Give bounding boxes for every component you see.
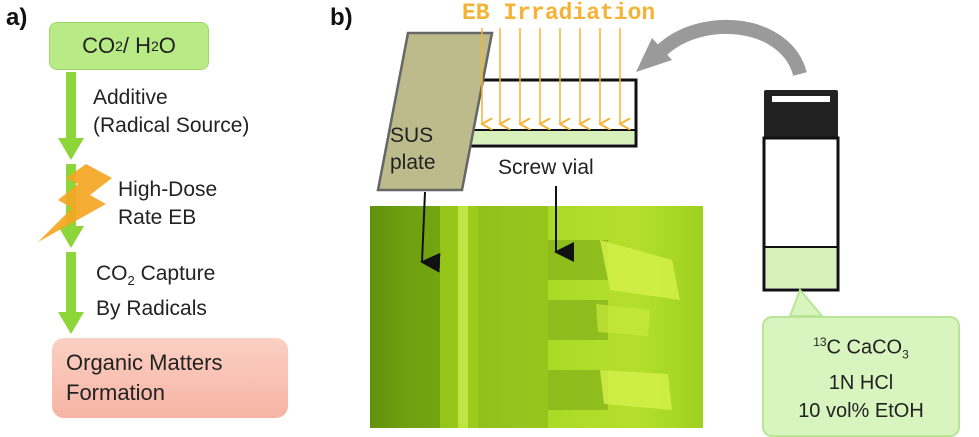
sus-plate-label-line1: SUS xyxy=(390,124,434,147)
bubble-sub: 3 xyxy=(902,347,909,362)
panel-a-arrows xyxy=(38,72,112,334)
step-capture-line1: CO2 Capture xyxy=(96,260,215,295)
step-capture-sub: 2 xyxy=(127,273,135,289)
end-box-line2: Formation xyxy=(66,380,166,405)
step-additive-line1: Additive xyxy=(93,86,168,109)
bubble-tail xyxy=(788,288,825,317)
down-arrow-icon xyxy=(58,72,84,160)
start-box-main: CO xyxy=(82,33,116,58)
sample-photo xyxy=(370,206,703,428)
eb-ray-arrows xyxy=(482,28,620,124)
step-eb-line2: Rate EB xyxy=(118,206,197,229)
vertical-vial xyxy=(762,90,840,292)
start-box-rest: / H xyxy=(122,33,151,58)
bubble-sup: 13 xyxy=(813,335,827,349)
start-box-tail: O xyxy=(158,33,176,58)
step-capture-line2: By Radicals xyxy=(96,297,207,321)
step-additive-line2: (Radical Source) xyxy=(93,114,250,137)
down-arrow-icon xyxy=(58,252,84,334)
start-box-sub2: 2 xyxy=(151,38,159,54)
sus-plate-label-line2: plate xyxy=(390,151,436,174)
panel-a-label: a) xyxy=(6,4,28,31)
sus-plate-shape xyxy=(376,31,494,192)
bubble-line3: 10 vol% EtOH xyxy=(798,399,924,422)
step-eb: High-Dose Rate EB xyxy=(118,176,217,232)
vial-contents-bubble: 13C CaCO3 1N HCl 10 vol% EtOH xyxy=(762,316,960,437)
sus-pointer-arrow xyxy=(420,191,441,273)
end-box-organic-matters: Organic Matters Formation xyxy=(52,338,288,418)
screw-vial-drawing xyxy=(468,78,638,148)
step-eb-line1: High-Dose xyxy=(118,178,218,201)
curved-arrow-icon xyxy=(636,19,807,77)
bubble-caco: C CaCO xyxy=(826,336,903,359)
lightning-icon xyxy=(38,164,112,242)
bubble-line1: 13C CaCO3 xyxy=(764,328,958,369)
bubble-line2: 1N HCl xyxy=(828,371,894,394)
step-capture-rest: Capture xyxy=(134,262,216,285)
end-box-line1: Organic Matters xyxy=(66,350,223,375)
step-capture: CO2 Capture By Radicals xyxy=(96,260,215,323)
sus-plate-label: SUS plate xyxy=(390,122,436,176)
panel-b-label: b) xyxy=(330,4,353,31)
start-box-sub: 2 xyxy=(115,38,123,54)
step-additive: Additive (Radical Source) xyxy=(93,84,249,140)
step-capture-main: CO xyxy=(96,262,128,285)
screw-vial-label: Screw vial xyxy=(498,156,594,179)
eb-irradiation-title: EB Irradiation xyxy=(462,0,656,26)
